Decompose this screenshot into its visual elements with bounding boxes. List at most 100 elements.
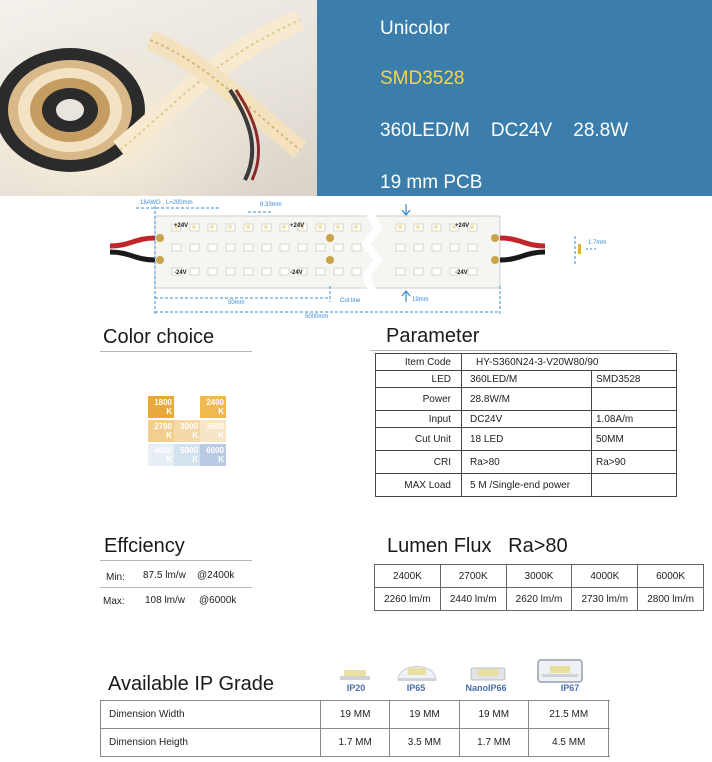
dimension-width-value: 19 MM [458,700,529,729]
param-value: DC24V [461,410,592,428]
efficiency-rule-2 [100,587,252,588]
ip20-icon [340,670,370,680]
dimension-empty [608,700,610,729]
param-value: Ra>80 [461,450,592,474]
banner-pcb: 19 mm PCB [380,172,483,193]
ip-grade-label: NanoIP66 [465,683,507,693]
lumen-temp: 2400K [374,564,441,588]
lumen-value: 2620 lm/m [505,587,573,611]
swatch-temp: 3000 [180,422,198,431]
banner-led-model: SMD3528 [380,68,465,89]
dimension-width-value: 19 MM [319,700,391,729]
ip-grade-label: IP65 [406,683,426,693]
dimension-width-value: 21.5 MM [527,700,610,729]
led-strip-reel-image [0,0,317,196]
efficiency-max-label: Max: [103,596,125,607]
banner-type: Unicolor [380,18,450,39]
param-value-2: Ra>90 [591,450,677,474]
dimension-height-value: 4.5 MM [527,728,610,757]
param-key: Power [375,387,462,411]
swatch-unit: K [166,455,172,464]
lumen-flux-title: Lumen Flux Ra>80 [387,535,568,557]
efficiency-max-value: 108 lm/w [145,595,186,606]
nanoip66-icon [470,667,506,681]
swatch-temp: 2700 [154,422,172,431]
ip-grade-icons [326,656,616,696]
param-value-2 [591,387,677,411]
product-photo [0,0,317,196]
param-value-2: 1.08A/m [591,410,677,428]
lumen-temp: 4000K [571,564,639,588]
dimension-height-label: Dimension Heigth [100,728,321,757]
color-choice-rule [100,351,252,352]
param-value: 18 LED [461,427,592,451]
minus-label-left: -24V [174,270,187,276]
item-code-value: HY-S360N24-3-V20W80/90 [461,353,677,371]
param-value-2 [591,473,677,497]
pitch-label: 8.33mm [260,202,282,208]
swatch-unit: K [218,455,224,464]
swatch-temp: 2400 [206,398,224,407]
efficiency-min-at: @2400k [197,570,235,581]
param-key: Cut Unit [375,427,462,451]
swatch-temp: 5000 [180,446,198,455]
swatch-temp: 6000 [206,446,224,455]
total-length-label: 5000mm [305,314,329,320]
param-key: Input [375,410,462,428]
ip65-icon [397,666,437,681]
swatch-unit: K [218,431,224,440]
plus-label-left: +24V [174,223,189,229]
minus-label-mid: -24V [290,270,303,276]
lumen-value: 2260 lm/m [374,587,441,611]
item-code-label: Item Code [375,353,462,371]
dimension-empty [608,728,610,757]
param-value-2: SMD3528 [591,370,677,388]
ip67-icon [537,659,583,683]
efficiency-max-at: @6000k [199,595,237,606]
efficiency-min-label: Min: [106,572,125,583]
ip-profile-icons [340,659,583,683]
cut-line-label: Cut line [340,298,361,304]
swatch-temp: 1800 [154,398,172,407]
param-value: 360LED/M [461,370,592,388]
param-key: MAX Load [375,473,462,497]
swatch-unit: K [166,431,172,440]
plus-label-right: +24V [455,223,470,229]
lumen-temp: 2700K [439,564,507,588]
dimension-height-value: 1.7 MM [319,728,391,757]
lumen-temp: 6000K [637,564,704,588]
strip-diagram: 18AWG , L=200mm 8.33mm +24V +24V +24V -2… [100,198,620,322]
swatch-unit: K [192,431,198,440]
swatch-unit: K [166,407,172,416]
minus-label-right: -24V [455,270,468,276]
dimension-width-value: 19 MM [389,700,460,729]
plus-label-mid: +24V [290,223,305,229]
dimension-height-value: 1.7 MM [458,728,529,757]
banner-specs: 360LED/M DC24V 28.8W [380,120,629,141]
strip-dimension-drawing [109,204,597,316]
parameter-title: Parameter [386,325,480,347]
param-value: 28.8W/M [461,387,592,411]
param-key: CRI [375,450,462,474]
lumen-temp: 3000K [505,564,573,588]
param-value: 5 M /Single-end power [461,473,592,497]
parameter-rule [370,350,670,351]
ip-grade-label: IP67 [560,683,580,693]
